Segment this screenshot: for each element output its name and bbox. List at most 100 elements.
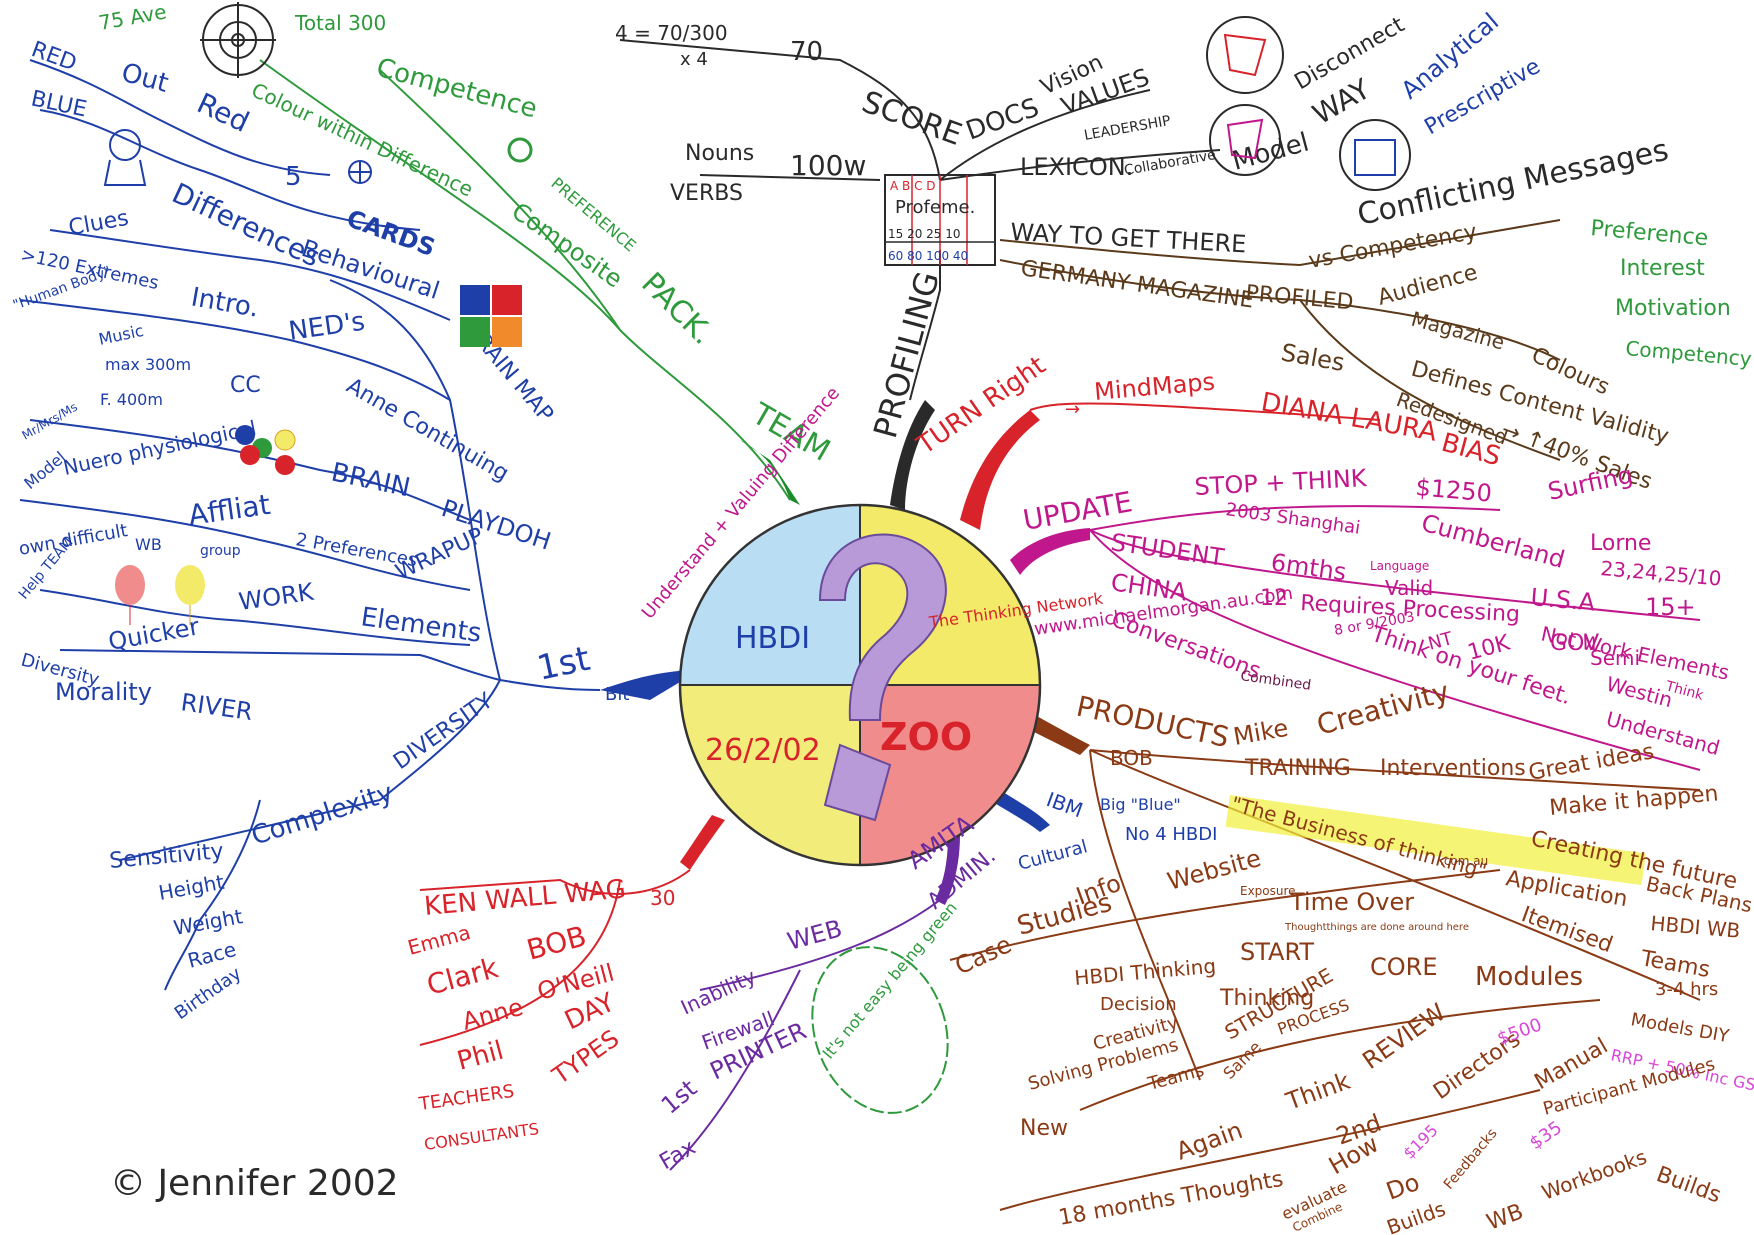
profiling-text: DOCS [962,93,1043,147]
first-bit-text: Weight [172,904,245,940]
products-text: Interventions [1380,756,1526,781]
update-text: Cumberland [1418,509,1567,574]
products-text: IBM [1043,787,1086,822]
update-text: Combined [1239,668,1312,694]
update-text: 12 [1260,586,1288,611]
cards-icon [460,285,522,347]
balloon-red-icon [115,565,145,625]
first-bit-text: Affliat [186,488,272,532]
wall-text: Clark [423,951,502,1002]
profiling-text: LEXICON. [1020,153,1133,181]
first-bit-text: Complexity [248,778,397,852]
products-text: Case [951,930,1016,980]
update-text: 15+ [1645,593,1696,621]
profiling-text: LEADERSHIP [1083,113,1172,144]
products-text: Teams [1145,1060,1206,1095]
first-bit-text: max 300m [105,355,191,374]
first-bit-text: Quicker [106,612,201,656]
admin-text: 1st [656,1074,702,1119]
team-text: Total 300 [294,11,386,35]
branch-wall: KEN WALL WAG 30 Emma Clark BOB Anne O'Ne… [405,874,675,1154]
profiling-text: A B C D [890,179,936,193]
products-text: HBDI Thinking [1073,954,1217,990]
team-text: 75 Ave [97,0,169,35]
profiling-text: Magazine [1409,307,1507,355]
question-dot-icon [823,743,892,822]
products-text: Models DIY [1629,1009,1731,1047]
products-text: Modules [1475,962,1583,992]
first-bit-text: BRAIN [329,458,413,504]
products-text: Do [1382,1168,1423,1206]
question-mark-icon [818,533,947,721]
products-text: Itemised [1518,902,1616,958]
plus-circle-icon [348,160,372,184]
center-date-label: 26/2/02 [705,733,821,768]
update-text: STOP + THINK [1194,464,1369,501]
products-text: Decision [1100,994,1177,1015]
wall-text: CONSULTANTS [423,1119,540,1154]
products-text: Big "Blue" [1100,795,1181,814]
wall-text: BOB [523,919,589,966]
circle-symbol-1-icon [1206,16,1284,94]
wall-text: Phil [454,1036,507,1077]
profiling-text: 4 = 70/300 [615,21,728,45]
update-text: Semi [1590,646,1640,670]
products-text: Builds [1653,1162,1724,1208]
products-text: .com.au [1440,854,1488,868]
update-text: Language [1370,559,1429,573]
team-text: PACK. [634,266,720,352]
wall-text: Anne [459,993,526,1036]
circle-symbol-2-icon [1209,104,1281,176]
center-node: HBDI The Thinking Network 26/2/02 ZOO [600,400,1105,905]
products-text: BOB [1110,746,1153,770]
first-bit-text: Out [118,58,171,99]
products-text: Thinking [1219,986,1314,1011]
profiling-text: 70 [790,37,823,67]
profiling-text: Model [1229,128,1312,177]
products-text: HBDI WB [1650,911,1742,943]
profiling-text: Competency [1625,336,1753,371]
first-bit-text: WORK [237,578,316,616]
team-text: Competence [373,53,540,125]
first-bit-text: Mr/Mrs/Ms [20,400,80,443]
turn-right-text: MindMaps [1093,368,1216,406]
profiling-text: Conflicting Messages [1354,133,1671,233]
update-text: 23,24,25/10 [1600,556,1723,590]
products-text: Mike [1231,714,1290,751]
first-bit-text: Sensitivity [108,839,224,874]
wall-text: TYPES [547,1024,625,1090]
products-text: 18 months Thoughts [1057,1167,1286,1231]
profiling-text: x 4 [680,49,708,70]
profiling-text: Preference [1589,216,1709,251]
products-text: $35 [1526,1117,1566,1154]
products-text: Feedbacks [1441,1126,1501,1193]
profiling-text: Interest [1620,256,1705,281]
products-text: Exposure [1240,884,1296,898]
products-text: START [1240,938,1314,966]
products-text: New [1020,1116,1068,1141]
profiling-text: Motivation [1615,296,1731,321]
target-icon [200,2,276,78]
update-text: STUDENT [1109,528,1226,572]
center-hbdi-label: HBDI [735,621,810,656]
update-text: GOV [1550,631,1599,656]
wall-text: 30 [650,886,675,910]
profiling-text: Nouns [685,141,754,166]
first-bit-text: own difficult [17,520,129,560]
first-bit-text: Red [192,86,254,138]
products-text: No 4 HBDI [1125,824,1217,845]
update-text: Lorne [1590,531,1651,556]
products-text: TRAINING [1244,756,1351,781]
first-bit-text: NED's [287,307,367,347]
first-bit-sub: Bit [605,684,629,705]
highlight-band [1225,795,1646,886]
branch-products: PRODUCTS Mike Creativity BOB TRAINING In… [951,675,1754,1235]
first-bit-text: group [200,543,241,559]
profiling-text: 15 20 25 10 [888,227,961,241]
first-bit-main: 1st [534,639,594,689]
green-circle-icon [507,137,533,163]
balloons-icon [235,425,296,475]
branch-lines [19,39,1701,1211]
update-text: U.S.A [1529,583,1596,617]
